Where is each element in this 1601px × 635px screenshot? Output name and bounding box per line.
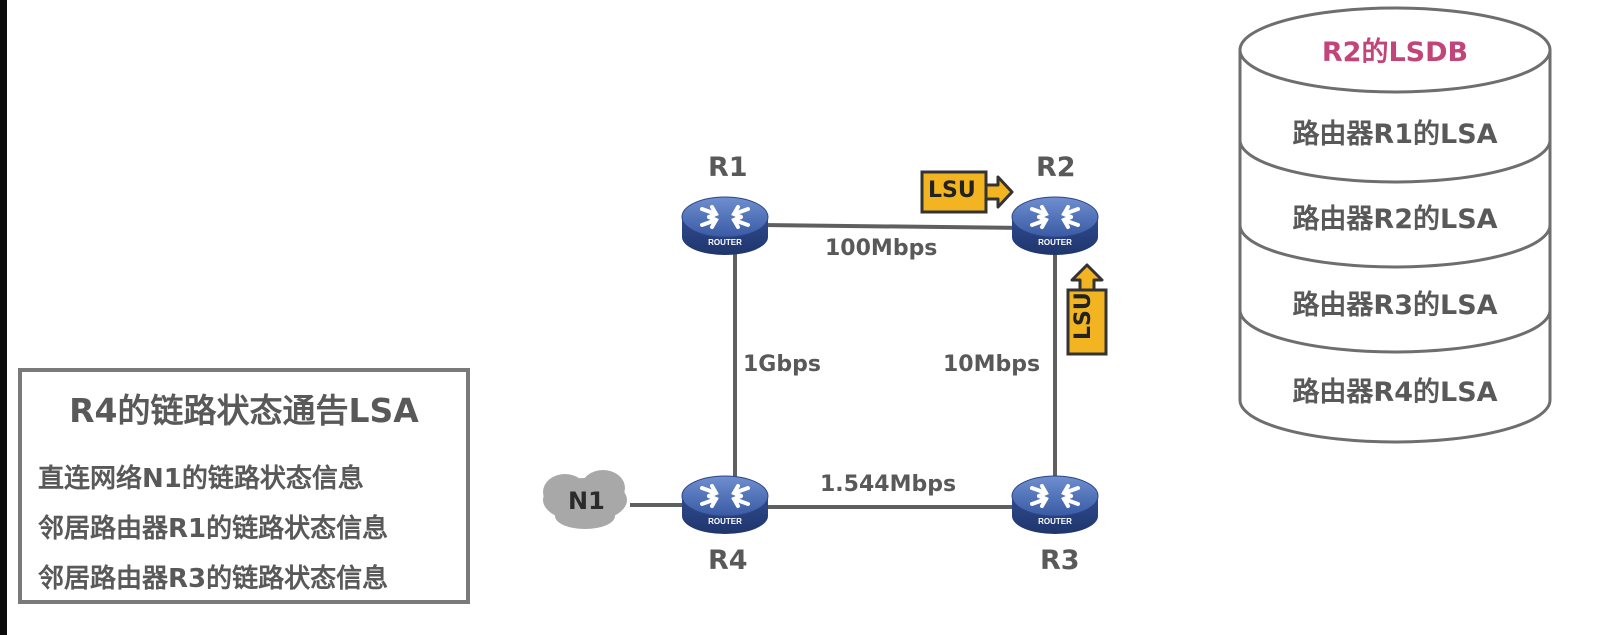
screen-edge-bar <box>0 0 7 635</box>
lsu-top-label: LSU <box>928 178 976 203</box>
router-r1-icon <box>680 195 770 257</box>
lsa-box-title: R4的链路状态通告LSA <box>69 391 419 430</box>
link-r1-r2-bandwidth: 100Mbps <box>825 236 938 261</box>
cloud-n1-icon <box>543 470 627 529</box>
router-r4-icon <box>680 474 770 536</box>
lsdb-row-r3: 路由器R3的LSA <box>1292 290 1498 321</box>
lsa-item-r1: 邻居路由器R1的链路状态信息 <box>38 514 389 544</box>
lsu-arrow-right-icon <box>920 170 1014 214</box>
lsdb-title: R2的LSDB <box>1321 37 1469 68</box>
lsdb-row-r1: 路由器R1的LSA <box>1292 119 1498 150</box>
link-r4-r3-bandwidth: 1.544Mbps <box>820 472 957 497</box>
router-r2-label: R2 <box>1036 152 1076 183</box>
link-r1-r4-bandwidth: 1Gbps <box>743 352 821 377</box>
lsa-box: R4的链路状态通告LSA 直连网络N1的链路状态信息 邻居路由器R1的链路状态信… <box>18 368 470 604</box>
lsu-arrow-up-icon <box>1066 263 1108 356</box>
link-r1-r2 <box>759 223 1031 230</box>
link-r2-r3-bandwidth: 10Mbps <box>943 352 1041 377</box>
router-r2-icon <box>1010 195 1100 257</box>
router-r1-label: R1 <box>708 152 748 183</box>
router-r4-label: R4 <box>708 545 748 576</box>
lsdb-cylinder <box>1238 6 1552 444</box>
router-r3-icon <box>1010 474 1100 536</box>
cloud-n1-label: N1 <box>568 487 605 515</box>
lsu-side-label: LSU <box>1071 292 1096 340</box>
lsdb-row-r4: 路由器R4的LSA <box>1292 377 1498 408</box>
lsa-item-n1: 直连网络N1的链路状态信息 <box>38 464 364 494</box>
lsdb-row-r2: 路由器R2的LSA <box>1292 204 1498 235</box>
router-r3-label: R3 <box>1040 545 1080 576</box>
lsa-item-r3: 邻居路由器R3的链路状态信息 <box>38 564 389 594</box>
